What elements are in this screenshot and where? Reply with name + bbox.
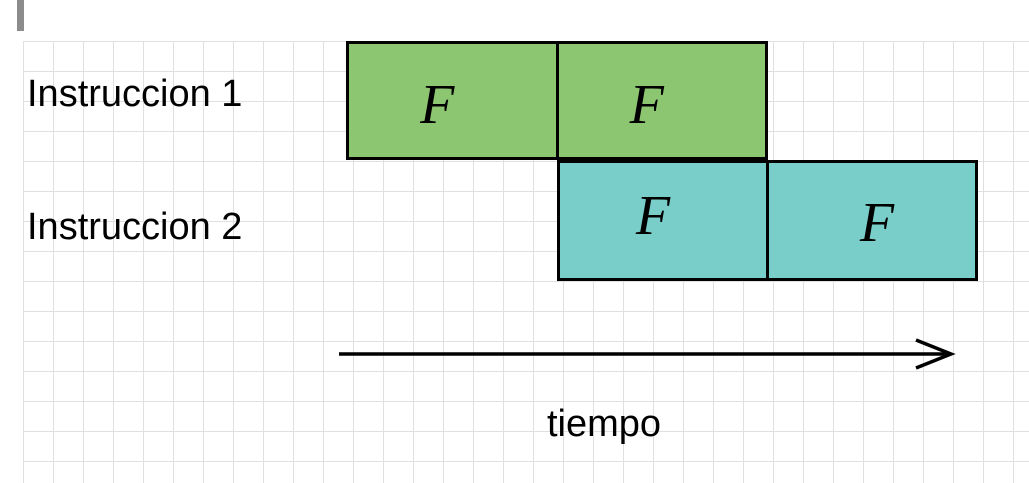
stage-letter-fetch: F — [629, 73, 664, 136]
stage-letter-fetch: F — [420, 73, 455, 136]
instruction-1-stage-2: F — [555, 44, 766, 157]
instruction-2-stage-bar: F F — [557, 160, 978, 281]
instruction-2-stage-2: F — [766, 163, 975, 278]
time-axis-label: tiempo — [547, 403, 662, 445]
row-label-instruction-2: Instruccion 2 — [27, 206, 243, 248]
row-label-instruction-1: Instruccion 1 — [27, 73, 243, 115]
stage-letter-fetch: F — [859, 191, 895, 254]
gray-bar — [17, 0, 24, 31]
instruction-1-stage-bar: F F — [346, 41, 768, 160]
instruction-1-stage-1: F — [349, 44, 556, 157]
stage-letter-fetch: F — [635, 184, 671, 247]
instruction-2-stage-1: F — [560, 163, 766, 278]
